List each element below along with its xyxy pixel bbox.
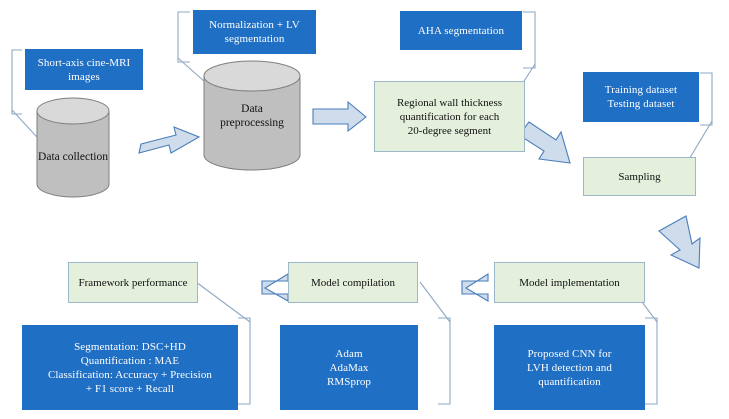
metrics-classification: Classification: Accuracy + Precision [47,368,213,381]
node-training-testing-dataset[interactable]: Training dataset Testing dataset [583,72,699,122]
optimizer-rmsprop: RMSprop [326,375,372,388]
brace-model-compilation [438,317,451,405]
arrow-implementation-to-compilation [461,272,489,302]
arrow-preprocessing-to-quantification [312,100,367,133]
optimizer-adamax: AdaMax [329,361,369,374]
brace-quantification [523,11,536,69]
node-regional-wall-thickness[interactable]: Regional wall thickness quantification f… [374,81,525,152]
data-preprocessing-line-2: preprocessing [220,117,284,129]
metrics-classification-cont: + F1 score + Recall [85,382,175,395]
brace-model-implementation [645,317,658,405]
node-data-preprocessing-label[interactable]: Data preprocessing [212,101,292,131]
node-framework-performance[interactable]: Framework performance [68,262,198,303]
testing-dataset-text: Testing dataset [607,98,675,110]
node-normalization-lv[interactable]: Normalization + LV segmentation [193,10,316,54]
short-axis-line-1: Short-axis cine-MRI [37,56,131,69]
metrics-segmentation: Segmentation: DSC+HD [74,340,186,353]
short-axis-line-2: images [68,70,100,83]
node-data-collection-label[interactable]: Data collection [30,148,116,166]
model-compilation-text: Model compilation [310,276,395,289]
sampling-text: Sampling [618,170,661,183]
normalization-line-2: segmentation [224,33,285,45]
arrow-collection-to-preprocessing [138,126,201,154]
arrow-sampling-to-implementation [658,215,701,269]
brace-sampling [700,72,713,126]
leader-model-compilation [419,281,451,323]
data-preprocessing-line-1: Data [241,103,263,115]
node-model-compilation[interactable]: Model compilation [288,262,418,303]
data-collection-text: Data collection [38,151,108,163]
proposed-cnn-line-2: LVH detection and [527,361,612,374]
node-optimizers[interactable]: Adam AdaMax RMSprop [280,325,418,410]
leader-data-preprocessing [177,57,233,107]
arrow-compilation-to-performance [261,273,289,302]
brace-framework-performance [238,317,251,405]
node-sampling[interactable]: Sampling [583,157,696,196]
node-short-axis-images[interactable]: Short-axis cine-MRI images [25,49,143,90]
node-metrics[interactable]: Segmentation: DSC+HD Quantification : MA… [22,325,238,410]
node-proposed-cnn[interactable]: Proposed CNN for LVH detection and quant… [494,325,645,410]
model-implementation-text: Model implementation [519,276,620,289]
leader-framework-performance [195,281,251,323]
arrow-quantification-to-sampling [518,121,571,164]
node-aha-segmentation[interactable]: AHA segmentation [400,11,522,50]
brace-data-preprocessing [177,11,190,63]
regional-wall-line-1: Regional wall thickness [396,96,503,109]
proposed-cnn-line-3: quantification [538,375,601,388]
node-model-implementation[interactable]: Model implementation [494,262,645,303]
brace-data-collection [11,49,22,115]
aha-segmentation-text: AHA segmentation [417,24,505,37]
framework-performance-text: Framework performance [78,276,188,289]
proposed-cnn-line-1: Proposed CNN for [527,347,612,360]
optimizer-adam: Adam [335,347,363,360]
regional-wall-line-3: 20-degree segment [407,124,492,137]
regional-wall-line-2: quantification for each [399,110,500,123]
normalization-line-1: Normalization + LV [209,19,300,31]
training-dataset-text: Training dataset [604,84,678,96]
metrics-quantification: Quantification : MAE [80,354,180,367]
